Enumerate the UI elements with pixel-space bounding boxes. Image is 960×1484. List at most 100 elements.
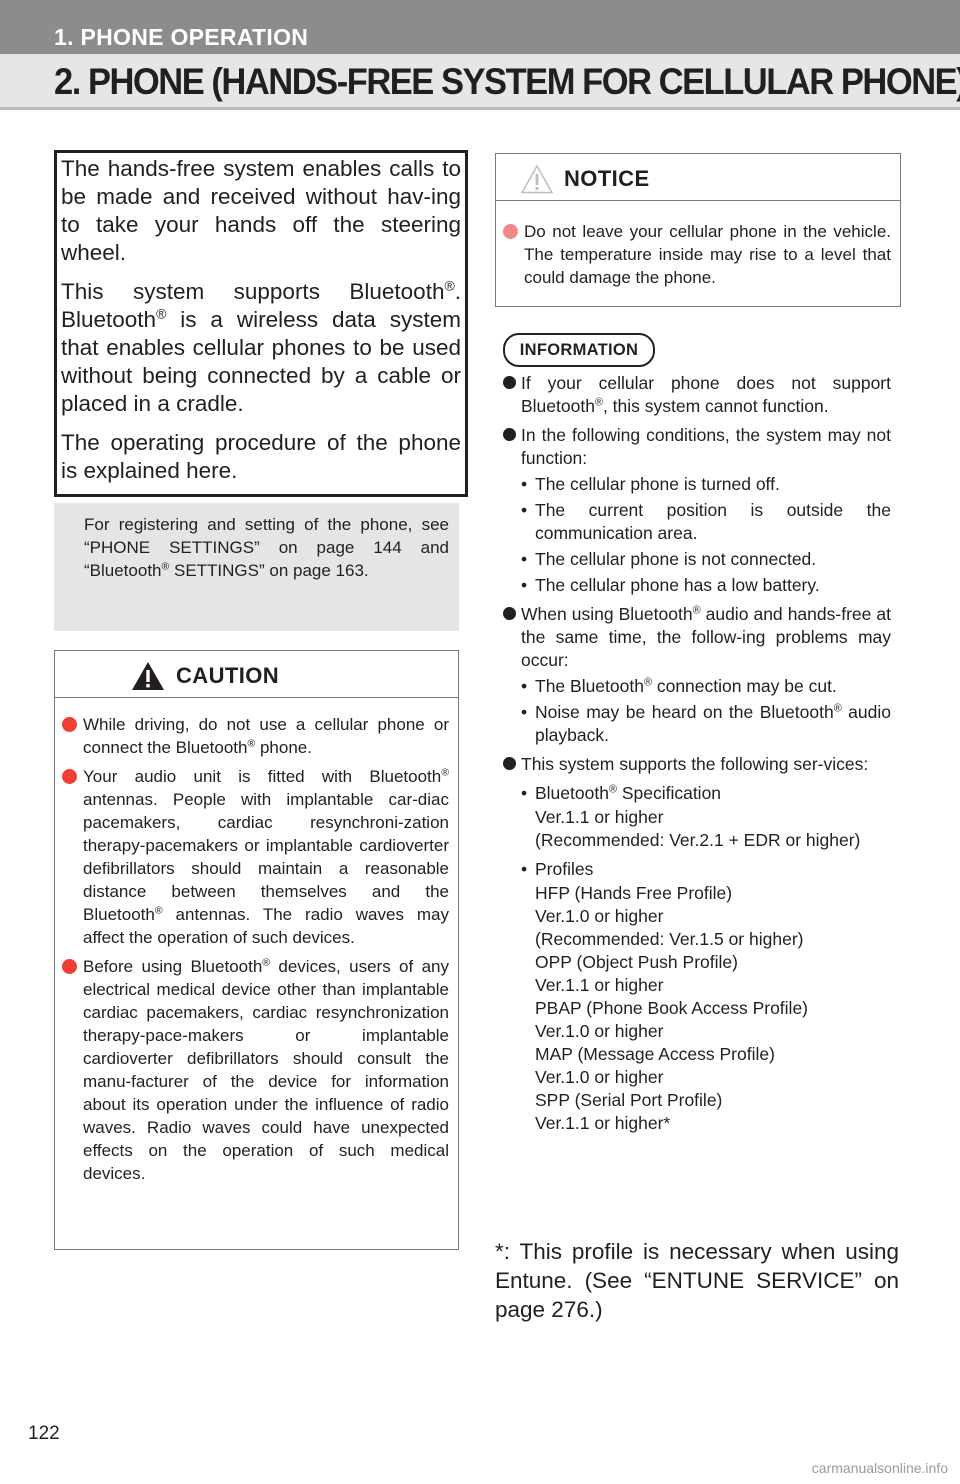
- caution-text: antennas. The radio waves may affect the…: [83, 905, 449, 947]
- warning-triangle-icon: [132, 662, 164, 690]
- profile-lines: HFP (Hands Free Profile) Ver.1.0 or high…: [503, 882, 891, 1135]
- registered-mark: ®: [154, 904, 163, 917]
- profile-line: PBAP (Phone Book Access Profile): [535, 998, 809, 1018]
- profile-line: Ver.1.0 or higher: [535, 1067, 664, 1087]
- page-number: 122: [28, 1423, 60, 1444]
- bullet-dot: [503, 376, 516, 389]
- spec-line: Ver.1.1 or higher: [535, 807, 664, 827]
- notice-header: NOTICE: [496, 154, 900, 201]
- info-subtext: The current position is outside the comm…: [535, 500, 891, 543]
- spec-lines: Ver.1.1 or higher (Recommended: Ver.2.1 …: [503, 806, 891, 852]
- info-text: If your cellular phone does not support …: [521, 373, 891, 416]
- bullet-dot: [62, 769, 77, 784]
- info-item: If your cellular phone does not support …: [503, 372, 891, 418]
- info-subtext: Specification: [616, 783, 722, 803]
- sub-bullet: •: [521, 702, 528, 722]
- sub-bullet: •: [521, 859, 528, 879]
- warning-triangle-outline-icon: [520, 164, 554, 194]
- caution-item: Your audio unit is fitted with Bluetooth…: [55, 765, 458, 949]
- info-text: , this system cannot function.: [602, 396, 829, 416]
- info-subitem: •The cellular phone is not connected.: [503, 548, 891, 571]
- info-subitem: •Bluetooth® Specification: [503, 782, 891, 805]
- info-subtext: Bluetooth: [535, 783, 609, 803]
- page-title: 2. PHONE (HANDS-FREE SYSTEM FOR CELLULAR…: [54, 60, 960, 102]
- info-subitem: •The Bluetooth® connection may be cut.: [503, 675, 891, 698]
- intro-text: . Bluetooth: [61, 279, 461, 332]
- intro-paragraph-3: The operating procedure of the phone is …: [61, 430, 461, 483]
- registered-mark: ®: [643, 676, 652, 689]
- bullet-dot: [503, 224, 518, 239]
- info-subtext: The cellular phone is turned off.: [535, 474, 780, 494]
- profile-line: OPP (Object Push Profile): [535, 952, 738, 972]
- footnote: *: This profile is necessary when using …: [495, 1239, 899, 1322]
- info-subitem: •The cellular phone is turned off.: [503, 473, 891, 496]
- registered-mark: ®: [608, 783, 617, 796]
- registered-mark: ®: [161, 560, 170, 573]
- info-subtext: Profiles: [535, 859, 594, 879]
- reference-text-part: For registering and setting of the phone…: [84, 515, 449, 580]
- sub-bullet: •: [521, 500, 528, 520]
- intro-text: This system supports Bluetooth: [61, 279, 445, 304]
- section-label: 1. PHONE OPERATION: [54, 24, 309, 50]
- info-text: audio and hands-free at the same time, t…: [521, 604, 891, 670]
- caution-text: Your audio unit is fitted with Bluetooth: [83, 767, 442, 786]
- watermark: carmanualsonline.info: [811, 1460, 948, 1476]
- page-header: 1. PHONE OPERATION 2. PHONE (HANDS-FREE …: [0, 0, 960, 110]
- info-item: This system supports the following ser-v…: [503, 753, 891, 776]
- notice-box: NOTICE Do not leave your cellular phone …: [495, 153, 901, 307]
- info-text: In the following conditions, the system …: [521, 425, 891, 468]
- bullet-dot: [503, 607, 516, 620]
- profile-line: (Recommended: Ver.1.5 or higher): [535, 929, 804, 949]
- reference-text: For registering and setting of the phone…: [84, 513, 449, 582]
- info-subitem: • Profiles: [503, 858, 891, 881]
- information-badge: INFORMATION: [503, 333, 655, 367]
- header-divider: [0, 107, 960, 110]
- caution-text: devices, users of any electrical medical…: [83, 957, 449, 1183]
- spec-line: (Recommended: Ver.2.1 + EDR or higher): [535, 830, 861, 850]
- notice-list: Do not leave your cellular phone in the …: [496, 220, 900, 289]
- reference-text-part: SETTINGS” on page 163.: [169, 561, 369, 580]
- info-subtext: The cellular phone has a low battery.: [535, 575, 820, 595]
- bullet-dot: [62, 959, 77, 974]
- info-subitem: • The cellular phone has a low battery.: [503, 574, 891, 597]
- profile-line: Ver.1.1 or higher*: [535, 1113, 671, 1133]
- info-text: When using Bluetooth: [521, 604, 693, 624]
- info-subitem: • The current position is outside the com…: [503, 499, 891, 545]
- registered-mark: ®: [833, 702, 842, 715]
- info-text: This system supports the following ser-v…: [521, 754, 869, 774]
- info-subtext: audio playback.: [535, 702, 891, 745]
- information-list: If your cellular phone does not support …: [503, 372, 891, 1138]
- info-subtext: The cellular phone is not connected.: [535, 549, 817, 569]
- profile-line: SPP (Serial Port Profile): [535, 1090, 723, 1110]
- info-subtext: The Bluetooth: [535, 676, 644, 696]
- info-item: When using Bluetooth® audio and hands-fr…: [503, 603, 891, 672]
- intro-text: is a wireless data system that enables c…: [61, 307, 461, 416]
- registered-mark: ®: [692, 604, 701, 617]
- profile-line: Ver.1.0 or higher: [535, 1021, 664, 1041]
- bullet-dot: [62, 717, 77, 732]
- profile-line: MAP (Message Access Profile): [535, 1044, 775, 1064]
- info-subtext: connection may be cut.: [651, 676, 837, 696]
- reference-box: For registering and setting of the phone…: [54, 503, 459, 631]
- caution-item: While driving, do not use a cellular pho…: [55, 713, 458, 759]
- registered-mark: ®: [444, 277, 455, 294]
- registered-mark: ®: [594, 396, 603, 409]
- caution-text: While driving, do not use a cellular pho…: [83, 715, 449, 757]
- caution-item: Before using Bluetooth® devices, users o…: [55, 955, 458, 1185]
- registered-mark: ®: [441, 766, 449, 779]
- profile-line: HFP (Hands Free Profile): [535, 883, 733, 903]
- notice-text: Do not leave your cellular phone in the …: [524, 222, 891, 287]
- info-item: In the following conditions, the system …: [503, 424, 891, 470]
- caution-text: phone.: [255, 738, 312, 757]
- bullet-dot: [503, 757, 516, 770]
- caution-box: CAUTION While driving, do not use a cell…: [54, 650, 459, 1250]
- caution-text: Before using Bluetooth: [83, 957, 263, 976]
- registered-mark: ®: [262, 956, 271, 969]
- caution-text: antennas. People with implantable car-di…: [83, 790, 449, 924]
- caution-list: While driving, do not use a cellular pho…: [55, 713, 458, 1191]
- sub-bullet: •: [521, 575, 528, 595]
- notice-title: NOTICE: [564, 166, 650, 191]
- registered-mark: ®: [247, 737, 256, 750]
- info-subitem: •Noise may be heard on the Bluetooth® au…: [503, 701, 891, 747]
- section-band: [0, 0, 960, 54]
